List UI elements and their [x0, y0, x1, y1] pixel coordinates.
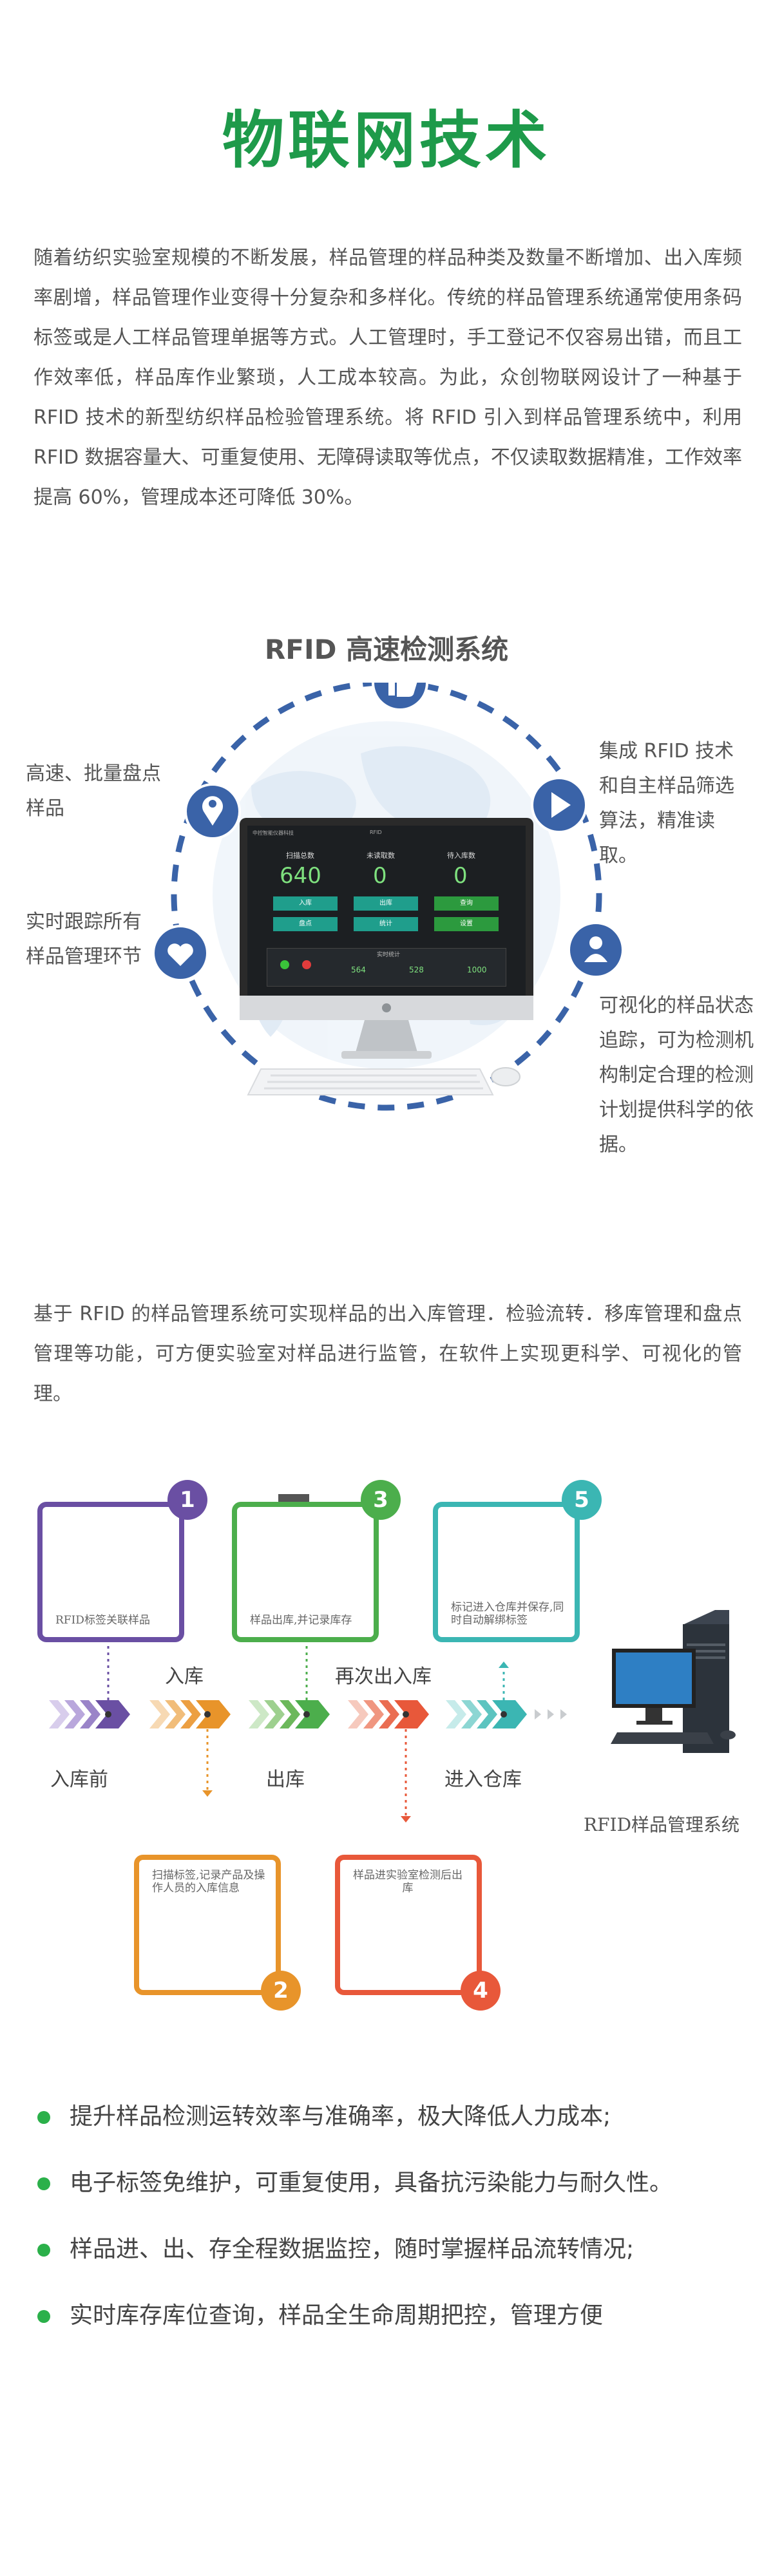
left-bottom-text: 实时跟踪所有样品管理环节	[26, 911, 142, 968]
thumbs-up-icon	[372, 683, 428, 711]
intro-paragraph: 随着纺织实验室规模的不断发展，样品管理的样品种类及数量不断增加、出入库频率剧增，…	[33, 247, 742, 509]
step-caption-1: RFID标签关联样品	[55, 1614, 150, 1627]
screen-button-6: 设置	[434, 917, 499, 931]
screen-stats-panel: 实时统计 564 528 1000	[267, 948, 506, 987]
arrow-up-icon	[499, 1662, 509, 1668]
step-card-3: 样品出库,并记录库存	[232, 1502, 379, 1642]
dashed-ring	[171, 683, 602, 1111]
list-item: 样品进、出、存全程数据监控，随时掌握样品流转情况;	[33, 2235, 755, 2302]
screen-ui: 中控智能仪器科技 RFID 扫描总数 未读取数 待入库数 640 0 0 入库 …	[247, 826, 526, 998]
play-icon	[531, 777, 587, 833]
screen-header-mid: RFID	[370, 829, 382, 835]
right-top-text: 集成 RFID 技术和自主样品筛选算法，精准读取。	[599, 740, 734, 867]
bullet-text: 实时库存库位查询，样品全生命周期把控，管理方便	[70, 2302, 604, 2329]
screen-stat-1: 564	[351, 965, 366, 974]
list-item: 提升样品检测运转效率与准确率，极大降低人力成本;	[33, 2103, 755, 2169]
step-caption-3: 样品出库,并记录库存	[250, 1614, 352, 1627]
node-dot	[303, 1711, 310, 1718]
screen-header-left: 中控智能仪器科技	[253, 830, 294, 836]
step-caption-2: 扫描标签,记录产品及操作人员的入库信息	[152, 1869, 265, 1895]
step-caption-5: 标记进入仓库并保存,同时自动解绑标签	[451, 1601, 564, 1627]
label-in: 入库	[165, 1665, 204, 1688]
status-green-dot	[280, 960, 289, 969]
label-out: 出库	[266, 1768, 305, 1791]
rfid-section-title: RFID 高速检测系统	[264, 634, 509, 665]
screen-zero-2: 0	[453, 863, 468, 889]
step-card-2: 扫描标签,记录产品及操作人员的入库信息	[134, 1855, 281, 1995]
screen-button-3: 查询	[434, 896, 499, 911]
bullet-text: 提升样品检测运转效率与准确率，极大降低人力成本;	[70, 2103, 611, 2130]
chevron-chain	[49, 1700, 567, 1728]
bullet-dot	[37, 2244, 50, 2257]
node-dot	[105, 1711, 111, 1718]
screen-col1: 扫描总数	[286, 851, 314, 860]
system-description: 基于 RFID 的样品管理系统可实现样品的出入库管理．检验流转．移库管理和盘点管…	[33, 1303, 742, 1405]
screen-col2: 未读取数	[367, 851, 395, 860]
screen-button-1: 入库	[273, 896, 338, 911]
bullet-text: 样品进、出、存全程数据监控，随时掌握样品流转情况;	[70, 2236, 635, 2262]
step-card-4: 样品进实验室检测后出库	[335, 1855, 482, 1995]
screen-col3: 待入库数	[447, 851, 475, 860]
step-caption-4: 样品进实验室检测后出库	[353, 1869, 463, 1895]
arrow-down-icon	[401, 1816, 411, 1823]
screen-stat-3: 1000	[467, 965, 487, 974]
node-dot	[204, 1711, 211, 1718]
list-item: 实时库存库位查询，样品全生命周期把控，管理方便	[33, 2302, 755, 2368]
step-badge-5: 5	[562, 1480, 602, 1520]
rfid-system-illustration: 中控智能仪器科技 RFID 扫描总数 未读取数 待入库数 640 0 0 入库 …	[0, 683, 773, 1156]
location-pin-icon	[184, 783, 241, 840]
benefit-list: 提升样品检测运转效率与准确率，极大降低人力成本; 电子标签免维护，可重复使用，具…	[33, 2103, 755, 2368]
node-dot	[403, 1711, 409, 1718]
label-before-in: 入库前	[50, 1768, 108, 1791]
screen-zero-1: 0	[373, 863, 387, 889]
screen-stats-title: 实时统计	[377, 952, 401, 958]
bullet-dot	[37, 2111, 50, 2124]
step-card-1: RFID标签关联样品	[37, 1502, 184, 1642]
arrow-down-icon	[202, 1790, 213, 1797]
screen-button-4: 盘点	[273, 917, 338, 931]
bullet-text: 电子标签免维护，可重复使用，具备抗污染能力与耐久性。	[70, 2170, 673, 2196]
label-re-out-in: 再次出入库	[335, 1665, 432, 1688]
label-into-warehouse: 进入仓库	[444, 1768, 522, 1791]
screen-button-2: 出库	[354, 896, 418, 911]
bullet-dot	[37, 2177, 50, 2190]
screen-stat-2: 528	[409, 965, 424, 974]
status-red-dot	[302, 960, 311, 969]
flow-diagram: RFID标签关联样品 1 样品出库,并记录库存 3 标记进入仓库并保存,同时自动…	[0, 1455, 773, 2035]
computer-illustration	[611, 1610, 736, 1753]
step-badge-1: 1	[167, 1480, 207, 1520]
user-icon	[568, 922, 624, 978]
screen-big-number: 640	[280, 863, 321, 889]
step-card-5: 标记进入仓库并保存,同时自动解绑标签	[433, 1502, 580, 1642]
bullet-dot	[37, 2310, 50, 2323]
step-badge-2: 2	[261, 1971, 301, 2011]
node-dot	[501, 1711, 507, 1718]
heart-icon	[152, 925, 209, 981]
left-top-text: 高速、批量盘点样品	[26, 762, 161, 820]
system-label: RFID样品管理系统	[584, 1814, 740, 1835]
screen-button-5: 统计	[354, 917, 418, 931]
list-item: 电子标签免维护，可重复使用，具备抗污染能力与耐久性。	[33, 2169, 755, 2235]
step-badge-4: 4	[461, 1971, 501, 2011]
page-title: 物联网技术	[222, 104, 551, 176]
step-badge-3: 3	[361, 1480, 401, 1520]
right-bottom-text: 可视化的样品状态追踪，可为检测机构制定合理的检测计划提供科学的依据。	[599, 994, 754, 1156]
